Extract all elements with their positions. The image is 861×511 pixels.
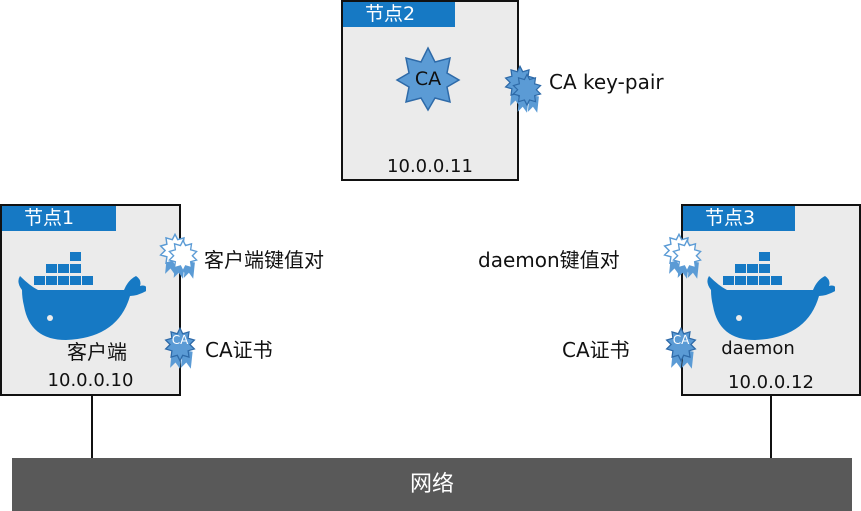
node-3-ip: 10.0.0.12 bbox=[728, 372, 814, 393]
ca-star-label: CA bbox=[414, 68, 442, 90]
docker-whale-icon bbox=[705, 246, 835, 346]
keypair-ribbon-icon bbox=[166, 238, 200, 282]
daemon-keypair-label: daemon键值对 bbox=[478, 248, 620, 272]
node-2-tag: 节点2 bbox=[343, 2, 455, 27]
cert-badge-label: CA bbox=[672, 333, 690, 347]
ca-star-icon bbox=[395, 46, 461, 112]
node-1-tag: 节点1 bbox=[2, 206, 116, 231]
node-1-ip: 10.0.0.10 bbox=[47, 370, 134, 391]
daemon-cert-label: CA证书 bbox=[562, 338, 630, 362]
node-3-connector bbox=[770, 396, 772, 458]
cert-badge-label: CA bbox=[171, 333, 189, 347]
node-3-box: 节点3 daemon 10.0.0.12 bbox=[681, 204, 861, 396]
node-1-connector bbox=[91, 396, 93, 458]
node-1-box: 节点1 客户端 10.0.0.10 bbox=[0, 204, 181, 396]
docker-whale-icon bbox=[16, 246, 146, 346]
client-cert-label: CA证书 bbox=[205, 338, 273, 362]
daemon-role-label: daemon bbox=[721, 338, 795, 359]
node-3-tag: 节点3 bbox=[683, 206, 795, 231]
keypair-ribbon-icon bbox=[510, 72, 544, 116]
keypair-ribbon-icon bbox=[670, 238, 704, 282]
ca-keypair-label: CA key-pair bbox=[549, 70, 664, 94]
node-2-box: 节点2 CA 10.0.0.11 bbox=[341, 0, 519, 181]
client-keypair-label: 客户端键值对 bbox=[204, 248, 324, 272]
node-2-ip: 10.0.0.11 bbox=[387, 156, 473, 177]
network-bar: 网络 bbox=[12, 458, 852, 511]
client-role-label: 客户端 bbox=[67, 340, 127, 364]
